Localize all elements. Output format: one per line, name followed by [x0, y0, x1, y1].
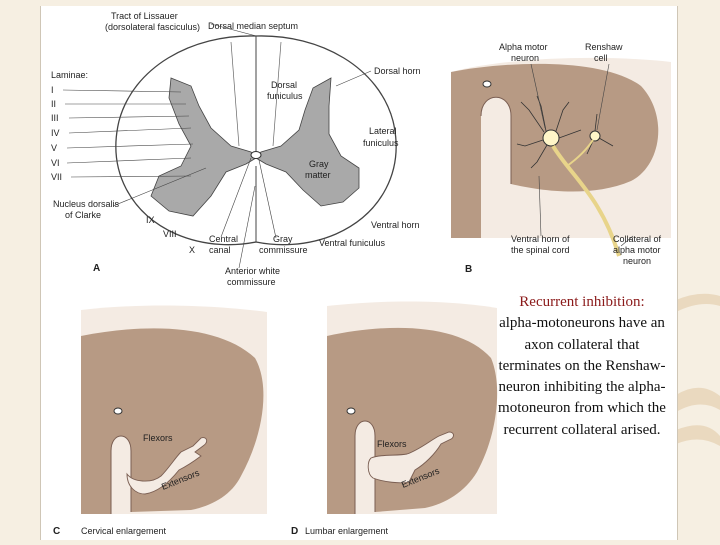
label-dorsolateral-fasciculus: (dorsolateral fasciculus) [105, 22, 200, 32]
panel-c-ventral-fissure [110, 435, 132, 514]
panel-b-central-canal [482, 80, 492, 88]
label-panel-c-flexors: Flexors [143, 433, 173, 443]
label-lateral-funiculus-line2: funiculus [363, 138, 399, 148]
label-gray-matter-line1: Gray [309, 159, 329, 169]
panel-a-leader-lines [62, 23, 372, 269]
label-collateral-line1: Collateral of [613, 234, 662, 244]
panel-c-caption: Cervical enlargement [81, 526, 167, 536]
caption-body: alpha-motoneurons have an axon collatera… [498, 315, 666, 438]
panel-c: Flexors Extensors C Cervical enlargement [53, 305, 267, 537]
panel-a: Tract of Lissauer (dorsolateral fascicul… [51, 11, 421, 287]
label-nucleus-dorsalis-line2: of Clarke [65, 210, 101, 220]
swirl-stroke [676, 293, 720, 312]
label-tract-of-lissauer: Tract of Lissauer [111, 11, 178, 21]
label-lamina-4: IV [51, 128, 60, 138]
panel-d-ventral-fissure [354, 420, 376, 514]
label-gray-commissure-line1: Gray [273, 234, 293, 244]
label-lamina-9: IX [146, 215, 155, 225]
label-renshaw-cell-line2: cell [594, 53, 608, 63]
label-lamina-1: I [51, 85, 54, 95]
recurrent-collateral [566, 139, 594, 167]
panel-b-ventral-fissure [480, 96, 512, 184]
panel-a-funiculus-lines [230, 41, 282, 147]
panel-b-letter: B [465, 264, 472, 275]
panel-a-central-canal [250, 151, 262, 159]
panel-d-gray-matter [327, 327, 498, 514]
alpha-motor-neuron-soma [542, 129, 560, 147]
label-anterior-white-commissure-line2: commissure [227, 277, 276, 287]
panel-d-caption: Lumbar enlargement [305, 526, 389, 536]
label-alpha-motor-neuron-line2: neuron [511, 53, 539, 63]
label-lamina-7: VII [51, 172, 62, 182]
label-ventral-horn-b-line2: the spinal cord [511, 245, 570, 255]
alpha-motor-neuron-dendrites [516, 95, 582, 169]
caption-title: Recurrent inhibition: [519, 294, 645, 310]
label-lamina-3: III [51, 113, 59, 123]
panel-c-letter: C [53, 526, 60, 537]
swirl-stroke [676, 425, 720, 446]
label-gray-matter-line2: matter [305, 170, 331, 180]
label-lamina-5: V [51, 143, 57, 153]
panel-d-central-canal [346, 407, 356, 415]
label-lamina-10: X [189, 245, 195, 255]
label-collateral-line3: neuron [623, 256, 651, 266]
label-dorsal-funiculus-line2: funiculus [267, 91, 303, 101]
panel-c-arm-figure [126, 437, 208, 495]
spinal-cord-figure: Tract of Lissauer (dorsolateral fascicul… [40, 6, 678, 540]
recurrent-inhibition-caption: Recurrent inhibition: alpha-motoneurons … [494, 292, 670, 441]
panel-a-letter: A [93, 263, 100, 274]
panel-d-leg-figure [367, 431, 454, 484]
swirl-stroke [676, 387, 720, 412]
label-collateral-line2: alpha motor [613, 245, 661, 255]
label-renshaw-cell-line1: Renshaw [585, 42, 623, 52]
label-central-canal-line1: Central [209, 234, 238, 244]
label-anterior-white-commissure-line1: Anterior white [225, 266, 280, 276]
label-ventral-funiculus: Ventral funiculus [319, 238, 386, 248]
label-lamina-8: VIII [163, 229, 177, 239]
figure-svg: Tract of Lissauer (dorsolateral fascicul… [51, 11, 671, 537]
label-laminae: Laminae: [51, 70, 88, 80]
label-central-canal-line2: canal [209, 245, 231, 255]
label-dorsal-horn: Dorsal horn [374, 66, 421, 76]
label-ventral-horn: Ventral horn [371, 220, 420, 230]
panel-b: Alpha motor neuron Renshaw cell Ventral … [451, 42, 671, 275]
label-dorsal-median-septum: Dorsal median septum [208, 21, 298, 31]
label-lamina-2: II [51, 99, 56, 109]
renshaw-cell-soma [589, 130, 601, 142]
label-gray-commissure-line2: commissure [259, 245, 308, 255]
label-lateral-funiculus-line1: Lateral [369, 126, 397, 136]
panel-a-left-gray-matter [150, 77, 257, 217]
panel-c-central-canal [113, 407, 123, 415]
panel-a-right-gray-matter [255, 77, 360, 207]
panel-d: Flexors Extensors D Lumbar enlargement [291, 301, 498, 537]
panel-c-gray-matter [81, 328, 264, 514]
label-panel-d-flexors: Flexors [377, 439, 407, 449]
label-dorsal-funiculus-line1: Dorsal [271, 80, 297, 90]
panel-d-letter: D [291, 526, 298, 537]
label-nucleus-dorsalis-line1: Nucleus dorsalis [53, 199, 120, 209]
label-alpha-motor-neuron-line1: Alpha motor [499, 42, 548, 52]
label-ventral-horn-b-line1: Ventral horn of [511, 234, 570, 244]
alpha-motor-axon [551, 144, 621, 257]
label-lamina-6: VI [51, 158, 60, 168]
panel-b-leader-lines [530, 63, 634, 247]
